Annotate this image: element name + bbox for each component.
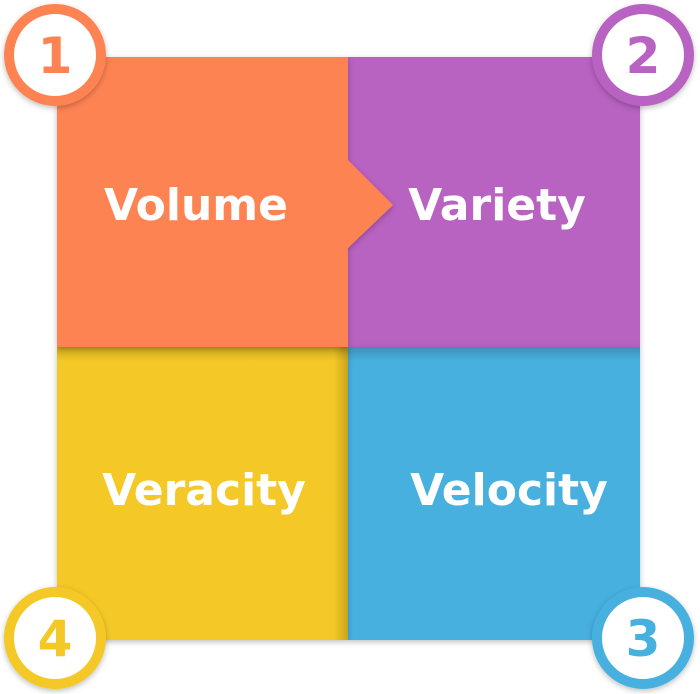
badge-3: 3 bbox=[592, 587, 694, 689]
variety-panel bbox=[348, 57, 640, 392]
badge-2: 2 bbox=[592, 4, 694, 106]
seam-shade-bottom bbox=[57, 347, 640, 361]
seam-shade-right bbox=[334, 347, 348, 640]
veracity-panel bbox=[57, 308, 348, 640]
svg-text:3: 3 bbox=[626, 610, 661, 668]
velocity-label: Velocity bbox=[410, 465, 608, 516]
volume-panel bbox=[57, 57, 393, 347]
variety-label: Variety bbox=[408, 180, 586, 231]
svg-text:1: 1 bbox=[38, 27, 73, 85]
svg-text:4: 4 bbox=[38, 610, 73, 668]
svg-text:2: 2 bbox=[626, 27, 661, 85]
badge-1: 1 bbox=[4, 4, 106, 106]
veracity-label: Veracity bbox=[102, 465, 306, 516]
badge-4: 4 bbox=[4, 587, 106, 689]
volume-label: Volume bbox=[104, 180, 288, 231]
velocity-panel bbox=[305, 347, 640, 640]
